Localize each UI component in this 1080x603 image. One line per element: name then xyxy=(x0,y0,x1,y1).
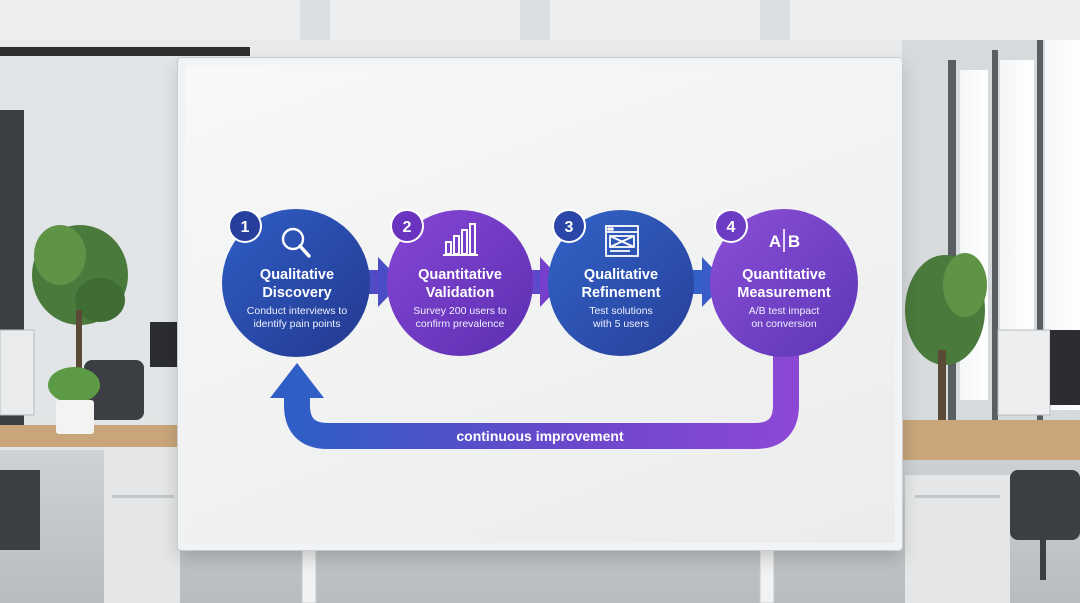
step-4-title-line1: Quantitative xyxy=(742,267,826,283)
step-4-circle xyxy=(710,209,858,357)
step-2-circle xyxy=(387,210,533,356)
step-4-number: 4 xyxy=(727,219,736,236)
step-3-desc-line1: Test solutions xyxy=(589,305,653,317)
step-4-desc-line2: on conversion xyxy=(751,318,817,330)
bar-chart-icon xyxy=(443,223,478,256)
step-2-desc-line2: confirm prevalence xyxy=(416,318,505,330)
step-2-number: 2 xyxy=(403,219,412,236)
ab-test-icon: A B xyxy=(769,229,800,252)
step-2-title-line2: Validation xyxy=(426,285,495,301)
continuous-improvement-loop: continuous improvement xyxy=(270,355,799,449)
step-1-title-line1: Qualitative xyxy=(260,267,334,283)
step-1-desc-line1: Conduct interviews to xyxy=(247,305,348,317)
step-1-title-line2: Discovery xyxy=(262,285,331,301)
wireframe-window-icon xyxy=(605,225,639,257)
loop-label: continuous improvement xyxy=(456,428,624,444)
step-3-number-badge xyxy=(552,209,586,243)
step-1: 1 Qualitative Discovery Conduct intervie… xyxy=(222,209,370,357)
step-2-desc-line1: Survey 200 users to xyxy=(413,305,507,317)
step-2: 2 Quantitative Validation Survey 200 use… xyxy=(387,209,533,356)
step-2-title-line1: Quantitative xyxy=(418,267,502,283)
loop-arrowhead xyxy=(270,363,324,398)
magnifying-glass-icon xyxy=(281,227,311,258)
ab-icon-letter-b: B xyxy=(788,232,800,251)
step-1-number: 1 xyxy=(241,219,250,236)
step-3-circle xyxy=(548,210,694,356)
step-3-number: 3 xyxy=(565,219,574,236)
step-3-title-line2: Refinement xyxy=(582,285,661,301)
step-3-desc-line2: with 5 users xyxy=(592,318,649,330)
step-4-desc-line1: A/B test impact xyxy=(749,305,820,317)
ab-icon-letter-a: A xyxy=(769,232,781,251)
loop-path xyxy=(284,355,799,449)
step-1-desc-line2: identify pain points xyxy=(254,318,341,330)
step-4-number-badge xyxy=(714,209,748,243)
step-1-number-badge xyxy=(228,209,262,243)
step-1-circle xyxy=(222,209,370,357)
step-2-number-badge xyxy=(390,209,424,243)
step-3: 3 Qualitative Refinement Test solutions … xyxy=(548,209,694,356)
step-4: 4 A B Quantitative Measurement A/B test … xyxy=(710,209,858,357)
step-3-title-line1: Qualitative xyxy=(584,267,658,283)
step-4-title-line2: Measurement xyxy=(737,285,831,301)
